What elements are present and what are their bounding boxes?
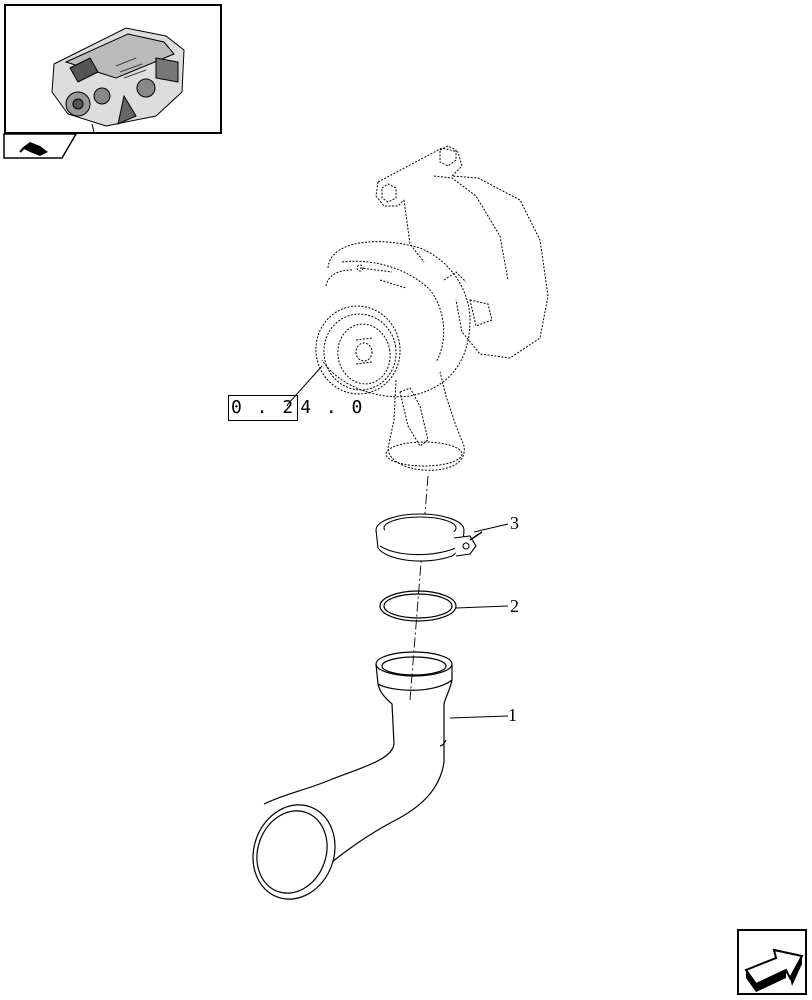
next-page-arrow-icon[interactable] xyxy=(737,929,807,998)
reference-rest: 4 . 0 xyxy=(300,397,365,418)
callout-2: 2 xyxy=(510,596,519,616)
turbocharger xyxy=(315,145,549,471)
previous-page-icon[interactable] xyxy=(3,133,78,159)
callout-3: 3 xyxy=(510,513,519,533)
callout-1: 1 xyxy=(508,705,517,725)
reference-boxed: 0 . 2 xyxy=(228,395,299,421)
engine-thumbnail-frame xyxy=(4,4,222,134)
seal-ring xyxy=(379,590,457,622)
assembly-axis xyxy=(409,475,429,701)
engine-thumbnail-icon xyxy=(51,27,185,133)
v-band-clamp xyxy=(375,513,483,562)
elbow-pipe xyxy=(252,651,453,900)
